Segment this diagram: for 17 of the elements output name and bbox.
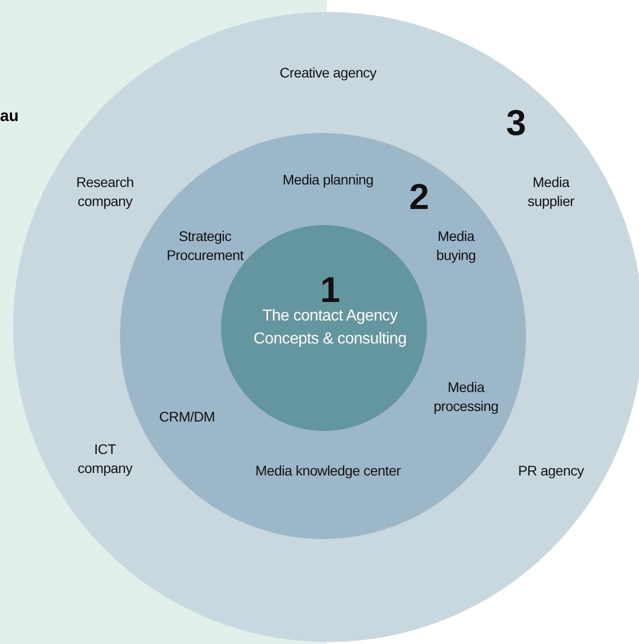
ring-label: Strategic Procurement	[166, 227, 245, 265]
ring-label: PR agency	[518, 462, 584, 480]
cropped-heading: au	[0, 108, 19, 126]
ring-label: Media knowledge center	[255, 462, 401, 480]
ring-number: 1	[320, 271, 340, 309]
ring-number: 3	[506, 104, 526, 142]
ring-label: Media planning	[282, 170, 374, 190]
ring-number: 2	[409, 178, 429, 216]
ring-label: The contact Agency	[262, 306, 398, 326]
ring-label: Research company	[75, 173, 135, 211]
ring-label: Media supplier	[526, 173, 576, 211]
ring-label: CRM/DM	[159, 408, 215, 426]
ring-label: Media processing	[432, 378, 500, 416]
ring-label: ICT company	[76, 440, 134, 478]
ring-label: Media buying	[435, 227, 477, 265]
ring-label: Concepts & consulting	[254, 330, 406, 348]
ring-label: Creative agency	[280, 64, 376, 82]
